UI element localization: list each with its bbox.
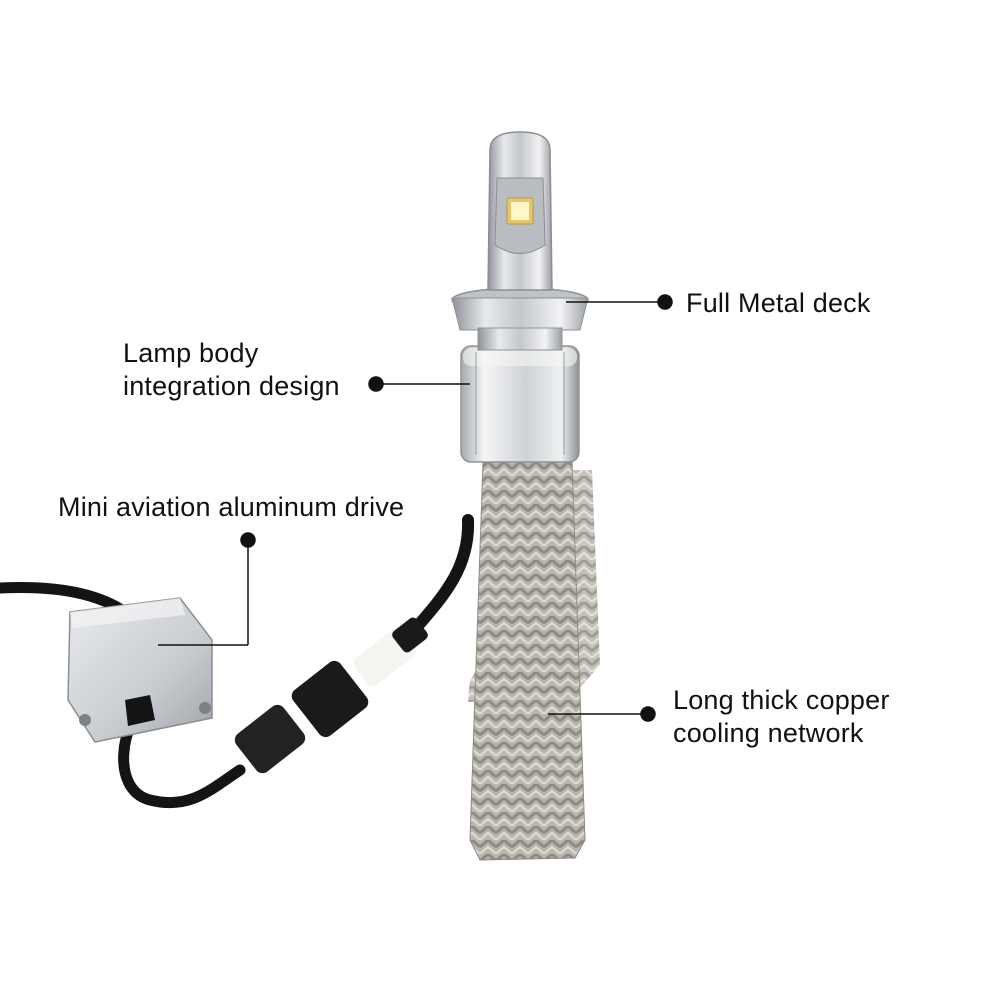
callout-text-line2: cooling network [673,718,864,748]
driver-box [67,597,213,743]
lamp-base-flange [451,287,589,351]
callout-copper-cooling-network: Long thick copper cooling network [673,684,890,750]
lamp-cable [404,514,475,641]
callout-text-line1: Long thick copper [673,685,890,715]
callout-text: Mini aviation aluminum drive [58,492,405,522]
leader-lines [158,294,673,722]
callout-text: Full Metal deck [686,288,871,318]
callout-full-metal-deck: Full Metal deck [686,287,871,320]
callout-dot-cooling [640,706,656,722]
lamp-collar [460,345,580,463]
callout-dot-full-metal-deck [657,294,673,310]
callout-lamp-body-integration: Lamp body integration design [123,337,340,403]
callout-mini-aviation-drive: Mini aviation aluminum drive [58,491,404,524]
waterproof-connector [234,617,428,774]
cooling-braid-front [469,461,586,861]
led-chip [511,202,529,220]
callout-dot-drive [240,532,256,548]
lamp-head [487,131,553,291]
callout-text-line2: integration design [123,371,340,401]
callout-text-line1: Lamp body [123,338,259,368]
callout-dot-lamp-body [368,376,384,392]
